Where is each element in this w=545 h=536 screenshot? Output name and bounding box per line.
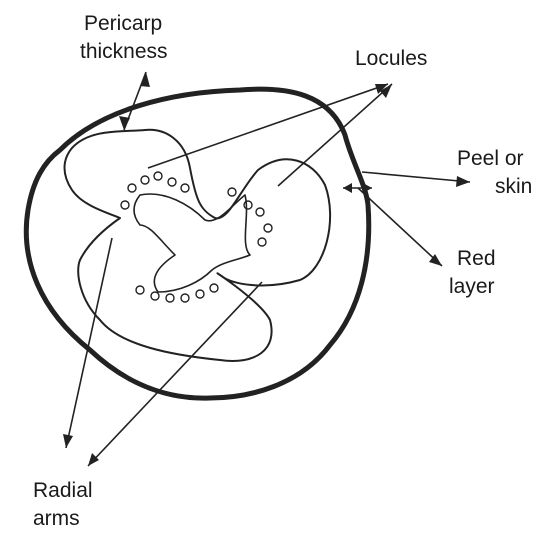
seed xyxy=(210,284,218,292)
label-peel-line2: skin xyxy=(495,175,532,198)
label-red-line2: layer xyxy=(449,275,495,298)
label-radial-line1: Radial xyxy=(33,479,93,502)
seed xyxy=(168,178,176,186)
peel-outline xyxy=(26,89,368,398)
seed xyxy=(264,224,272,232)
seed xyxy=(128,184,136,192)
label-pericarp-line2: thickness xyxy=(80,40,168,63)
pericarp-inner-outline xyxy=(65,130,331,361)
label-locules: Locules xyxy=(355,47,427,70)
seed xyxy=(121,201,129,209)
label-peel-line1: Peel or xyxy=(457,147,524,170)
red-layer-arrows xyxy=(343,183,442,266)
seed xyxy=(196,290,204,298)
seed xyxy=(136,286,144,294)
label-pericarp-line1: Pericarp xyxy=(84,12,162,35)
seed xyxy=(181,184,189,192)
radial-arms-core xyxy=(134,194,250,292)
seed xyxy=(154,172,162,180)
seed xyxy=(141,176,149,184)
seed xyxy=(181,294,189,302)
seed xyxy=(244,201,252,209)
label-red-line1: Red xyxy=(457,247,496,270)
seed xyxy=(256,208,264,216)
seed xyxy=(258,238,266,246)
seed xyxy=(228,188,236,196)
seed xyxy=(151,292,159,300)
seed xyxy=(166,294,174,302)
label-radial-line2: arms xyxy=(33,507,80,530)
pericarp-arrow xyxy=(119,72,150,130)
peel-arrow xyxy=(362,172,470,187)
